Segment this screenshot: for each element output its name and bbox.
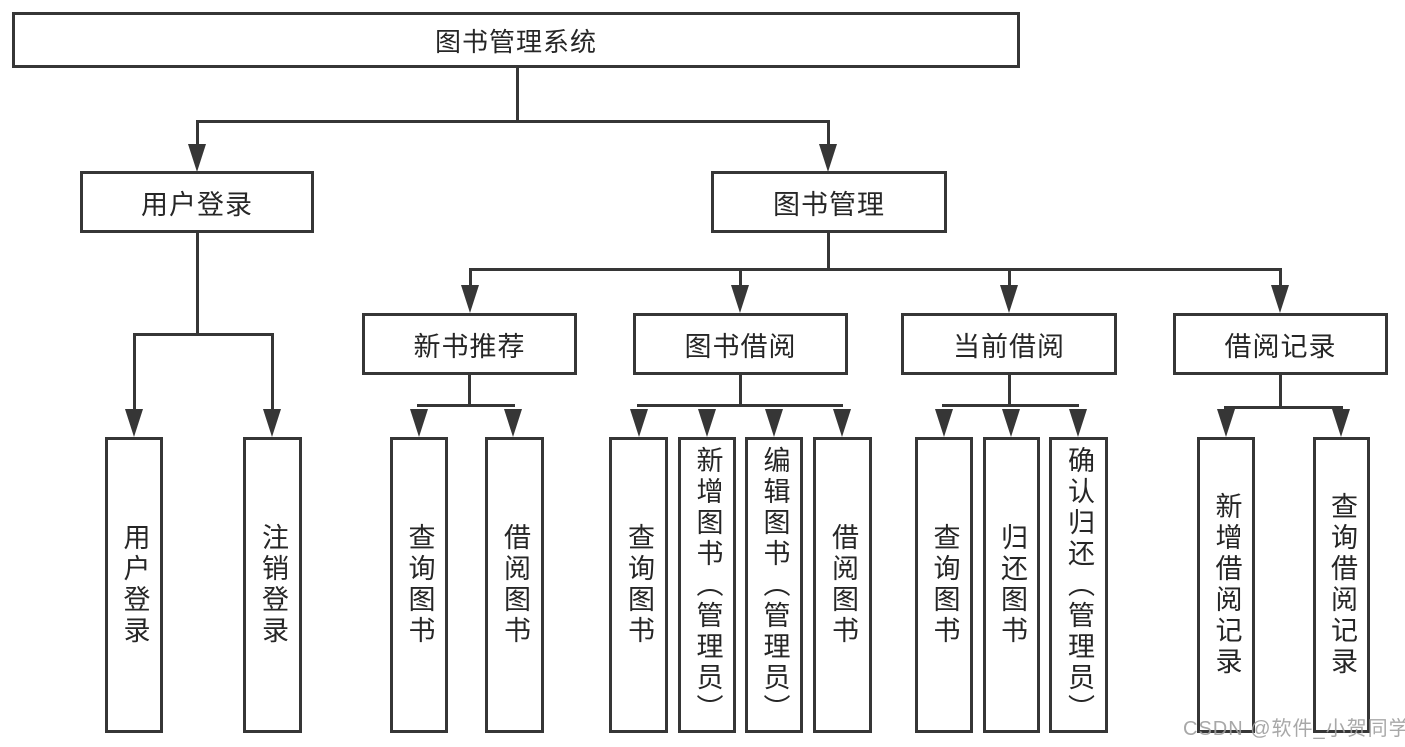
leaf-label: 查询借阅记录	[1327, 492, 1357, 678]
connector-s4-stem	[1279, 375, 1282, 408]
leaf-return-book: 归还图书	[983, 437, 1040, 733]
connector-s1-stem	[468, 375, 471, 406]
leaf-query-borrow-record: 查询借阅记录	[1313, 437, 1370, 733]
connector-s3-rail	[942, 404, 1079, 407]
node-user-login-label: 用户登录	[141, 189, 253, 220]
leaf-query-books-current: 查询图书	[915, 437, 973, 733]
node-book-borrow-label: 图书借阅	[684, 331, 797, 362]
node-book-management-label: 图书管理	[773, 189, 885, 220]
arrowhead-s2-leaf1	[630, 409, 648, 437]
connector-leaf-logout-drop	[271, 333, 274, 409]
leaf-add-book-admin: 新增图书（管理员）	[678, 437, 736, 733]
leaf-confirm-return-admin: 确认归还（管理员）	[1049, 437, 1108, 733]
node-current-borrow: 当前借阅	[901, 313, 1117, 375]
node-root-label: 图书管理系统	[434, 26, 597, 57]
arrowhead-s4-leaf1	[1217, 409, 1235, 437]
connector-book-mgmt-stem	[827, 233, 830, 270]
node-root: 图书管理系统	[12, 12, 1020, 68]
arrowhead-s3-leaf2	[1002, 409, 1020, 437]
node-new-book-recommend-label: 新书推荐	[413, 331, 526, 362]
leaf-borrow-books-recommend: 借阅图书	[485, 437, 544, 733]
leaf-borrow-books: 借阅图书	[813, 437, 872, 733]
node-new-book-recommend: 新书推荐	[362, 313, 577, 375]
arrowhead-book-mgmt	[819, 144, 837, 172]
leaf-user-login-label: 用户登录	[119, 523, 150, 647]
node-book-management: 图书管理	[711, 171, 947, 233]
connector-root-stem	[516, 68, 519, 122]
connector-s4-rail	[1224, 406, 1343, 409]
connector-book-mgmt-rail	[469, 268, 1282, 271]
leaf-label: 新增借阅记录	[1211, 492, 1242, 678]
connector-borrow-records-drop	[1279, 268, 1282, 287]
arrowhead-borrow-records	[1271, 285, 1289, 313]
arrowhead-s2-leaf4	[833, 409, 851, 437]
leaf-label: 确认归还（管理员）	[1064, 445, 1094, 725]
connector-user-login-stem	[196, 233, 199, 335]
leaf-label: 借阅图书	[500, 523, 530, 647]
leaf-user-login: 用户登录	[105, 437, 163, 733]
connector-user-login-drop	[196, 120, 199, 146]
arrowhead-s4-leaf2	[1332, 409, 1350, 437]
node-borrow-records-label: 借阅记录	[1224, 331, 1337, 362]
watermark: CSDN @软件_小贺同学	[1183, 718, 1405, 740]
leaf-label: 查询图书	[404, 523, 435, 647]
arrowhead-s1-leaf2	[504, 409, 522, 437]
arrowhead-s2-leaf3	[765, 409, 783, 437]
connector-s1-rail	[417, 404, 515, 407]
connector-new-book-drop	[469, 268, 472, 287]
leaf-edit-book-admin: 编辑图书（管理员）	[745, 437, 803, 733]
node-user-login: 用户登录	[80, 171, 314, 233]
arrowhead-s1-leaf1	[410, 409, 428, 437]
connector-leaf-login-drop	[133, 333, 136, 409]
connector-current-borrow-drop	[1008, 268, 1011, 287]
node-book-borrow: 图书借阅	[633, 313, 848, 375]
connector-user-login-rail	[133, 333, 274, 336]
leaf-label: 查询图书	[624, 523, 654, 647]
node-current-borrow-label: 当前借阅	[953, 331, 1065, 362]
arrowhead-user-login	[188, 144, 206, 172]
leaf-label: 借阅图书	[828, 523, 858, 647]
leaf-logout: 注销登录	[243, 437, 302, 733]
connector-s2-rail	[637, 404, 843, 407]
connector-book-borrow-drop	[739, 268, 742, 287]
arrowhead-leaf-login	[125, 409, 143, 437]
leaf-logout-label: 注销登录	[258, 523, 288, 647]
connector-s3-stem	[1008, 375, 1011, 406]
leaf-query-books-recommend: 查询图书	[390, 437, 448, 733]
leaf-label: 新增图书（管理员）	[692, 445, 723, 725]
leaf-add-borrow-record: 新增借阅记录	[1197, 437, 1255, 733]
connector-root-rail	[196, 120, 830, 123]
leaf-label: 查询图书	[929, 523, 960, 647]
leaf-query-books-borrow: 查询图书	[609, 437, 668, 733]
arrowhead-s2-leaf2	[698, 409, 716, 437]
arrowhead-new-book	[461, 285, 479, 313]
arrowhead-current-borrow	[1000, 285, 1018, 313]
connector-s2-stem	[739, 375, 742, 406]
connector-book-mgmt-drop	[827, 120, 830, 146]
arrowhead-leaf-logout	[263, 409, 281, 437]
node-borrow-records: 借阅记录	[1173, 313, 1388, 375]
leaf-label: 编辑图书（管理员）	[759, 445, 790, 725]
arrowhead-s3-leaf3	[1069, 409, 1087, 437]
leaf-label: 归还图书	[997, 523, 1027, 647]
arrowhead-s3-leaf1	[935, 409, 953, 437]
arrowhead-book-borrow	[731, 285, 749, 313]
